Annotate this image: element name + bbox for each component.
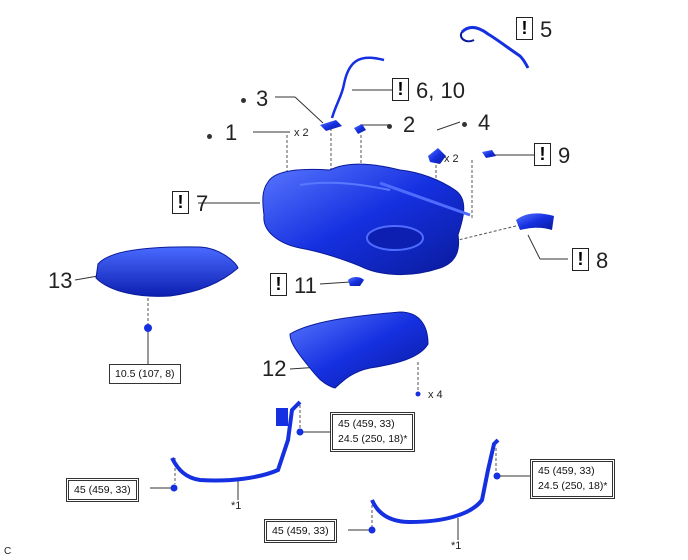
callout-9: 9	[558, 143, 571, 168]
warning-icon-5: !	[516, 17, 533, 40]
qty-12: x 4	[428, 389, 443, 401]
warning-icon-7: !	[172, 191, 189, 214]
leader-13	[74, 275, 99, 281]
leader-8a	[527, 234, 541, 260]
callout-11: 11	[294, 273, 317, 298]
qty-4: x 2	[444, 153, 459, 165]
part-4	[428, 148, 446, 164]
bolt-mid	[368, 526, 376, 534]
warning-icon-6: !	[392, 78, 409, 101]
bolt-13	[144, 324, 152, 332]
leader-3b	[294, 96, 324, 124]
dot-4	[462, 122, 467, 127]
fuel-tank-part-7	[262, 163, 465, 275]
warning-icon-8: !	[572, 248, 589, 271]
gauge-part-3	[320, 120, 342, 131]
bolt-left	[170, 484, 178, 492]
part-9	[482, 150, 496, 158]
hose-part-8	[516, 213, 554, 230]
cover-part-13	[95, 246, 239, 297]
callout-6-10: 6, 10	[416, 78, 465, 103]
callout-4: 4	[478, 110, 491, 135]
band-left	[170, 400, 302, 483]
torque-box-left: 45 (459, 33)	[66, 478, 139, 502]
torque-box-upper-right: 45 (459, 33) 24.5 (250, 18)*	[330, 412, 416, 452]
leader-4	[436, 121, 461, 131]
torque-right-b: 24.5 (250, 18)*	[538, 480, 608, 492]
part-11	[348, 277, 364, 286]
torque-right-a: 45 (459, 33)	[538, 465, 595, 477]
qty-1: x 2	[294, 127, 309, 139]
torque-upper-a: 45 (459, 33)	[338, 418, 395, 430]
torque-box-right: 45 (459, 33) 24.5 (250, 18)*	[530, 459, 616, 499]
callout-1: 1	[225, 120, 238, 145]
dot-3	[241, 98, 246, 103]
leader-11	[319, 281, 351, 285]
warning-icon-9: !	[534, 143, 551, 166]
note-star1-left: *1	[231, 500, 242, 512]
band-right	[370, 438, 500, 525]
note-star1-right: *1	[451, 540, 462, 552]
torque-box-13: 10.5 (107, 8)	[109, 364, 181, 384]
callout-13: 13	[48, 268, 73, 293]
callout-8: 8	[596, 248, 609, 273]
corner-code: C	[4, 546, 12, 557]
callout-7: 7	[196, 191, 209, 216]
callout-2: 2	[403, 112, 416, 137]
dot-2	[387, 124, 392, 129]
tube-part-6	[330, 56, 385, 119]
part-2	[354, 124, 366, 134]
dot-1	[207, 134, 212, 139]
vent-tube-part-5	[460, 26, 530, 69]
torque-box-mid: 45 (459, 33)	[264, 519, 337, 543]
bolt-right	[493, 472, 501, 480]
callout-3: 3	[256, 86, 269, 111]
callout-5: 5	[540, 17, 553, 42]
callout-12: 12	[262, 356, 287, 381]
warning-icon-11: !	[270, 273, 287, 296]
protector-part-12	[289, 311, 429, 389]
torque-upper-b: 24.5 (250, 18)*	[338, 433, 408, 445]
bolt-upper	[296, 428, 304, 436]
